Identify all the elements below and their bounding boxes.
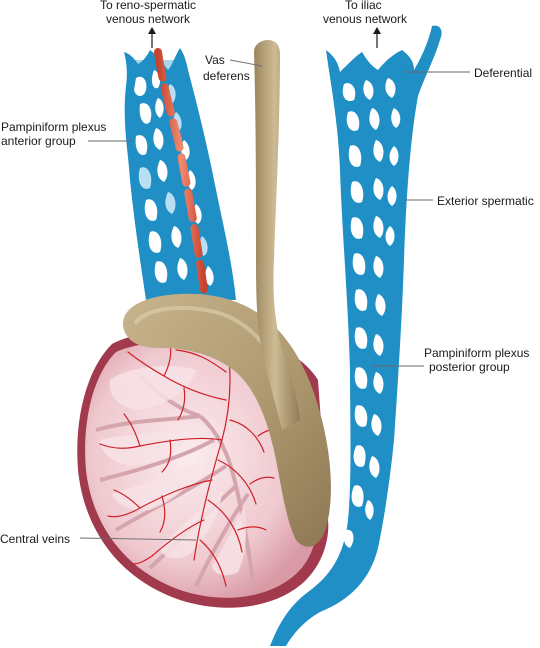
pampiniform-plexus-anterior <box>124 48 236 300</box>
central-veins <box>99 343 283 587</box>
label-reno-spermatic: To reno-spermatic venous network <box>100 0 196 48</box>
arrowhead-icon <box>373 27 381 34</box>
exterior-spermatic-label: Exterior spermatic <box>437 194 534 208</box>
pampiniform-anterior-label-line2: anterior group <box>1 134 76 148</box>
testicular-artery <box>154 48 208 294</box>
label-iliac: To iliac venous network <box>323 0 408 48</box>
vas-label-line1: Vas <box>205 53 225 67</box>
label-central-veins: Central veins <box>0 532 197 546</box>
iliac-label-line2: venous network <box>323 12 408 26</box>
pampiniform-posterior-label-line1: Pampiniform plexus <box>424 346 529 360</box>
label-exterior-spermatic: Exterior spermatic <box>404 194 534 208</box>
label-deferential: Deferential <box>404 66 532 80</box>
pampiniform-anterior-label-line1: Pampiniform plexus <box>1 120 106 134</box>
vas-deferens <box>254 40 300 430</box>
reno-spermatic-label-line1: To reno-spermatic <box>100 0 196 12</box>
arrowhead-icon <box>148 27 156 34</box>
vas-label-line2: deferens <box>203 69 250 83</box>
pampiniform-posterior-label-line2: posterior group <box>429 360 510 374</box>
label-vas-deferens: Vas deferens <box>203 53 263 83</box>
reno-spermatic-label-line2: venous network <box>106 12 191 26</box>
iliac-label-line1: To iliac <box>345 0 382 12</box>
pampiniform-plexus-posterior <box>270 25 442 646</box>
label-pampiniform-anterior: Pampiniform plexus anterior group <box>1 120 132 148</box>
central-veins-label: Central veins <box>0 532 70 546</box>
deferential-label: Deferential <box>474 66 532 80</box>
label-pampiniform-posterior: Pampiniform plexus posterior group <box>372 346 529 374</box>
